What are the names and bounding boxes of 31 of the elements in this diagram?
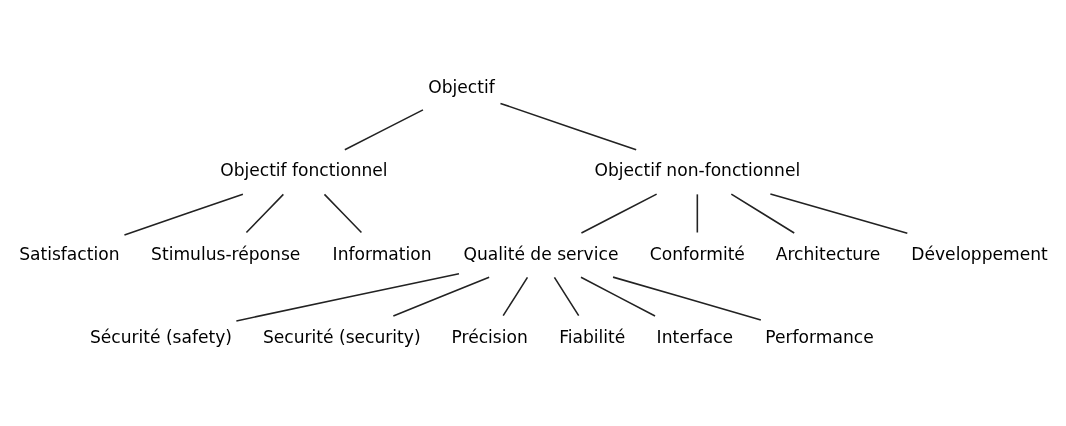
node-text: Développement (911, 243, 1048, 264)
node-text: Objectif non-fonctionnel (594, 159, 801, 180)
node-text: Qualité de service (463, 243, 619, 264)
connector (612, 275, 762, 321)
connector (392, 275, 490, 317)
node-text: Objectif (428, 76, 495, 97)
node-text: Securité (security) (262, 326, 421, 347)
connector (499, 102, 637, 151)
connector (769, 192, 909, 234)
connector (123, 192, 244, 236)
connector (553, 276, 580, 316)
node-text: Architecture (775, 243, 881, 264)
node-text: Stimulus-réponse (151, 243, 301, 264)
connector (580, 275, 656, 317)
node-text: Conformité (649, 243, 745, 264)
node-text: Information (332, 243, 432, 264)
connector (344, 108, 424, 151)
connector (502, 276, 529, 316)
node-text: Sécurité (safety) (89, 326, 233, 347)
connector (696, 193, 699, 233)
node-text: Précision (451, 326, 528, 347)
node-text: Performance (765, 326, 874, 347)
node-text: Objectif fonctionnel (220, 159, 388, 180)
connector (235, 272, 460, 322)
connector (245, 193, 285, 233)
connector (730, 192, 796, 234)
node-text: Interface (656, 326, 734, 347)
node-text: Satisfaction (19, 243, 120, 264)
connector (323, 193, 363, 233)
connector (580, 192, 658, 234)
node-text: Fiabilité (559, 326, 626, 347)
